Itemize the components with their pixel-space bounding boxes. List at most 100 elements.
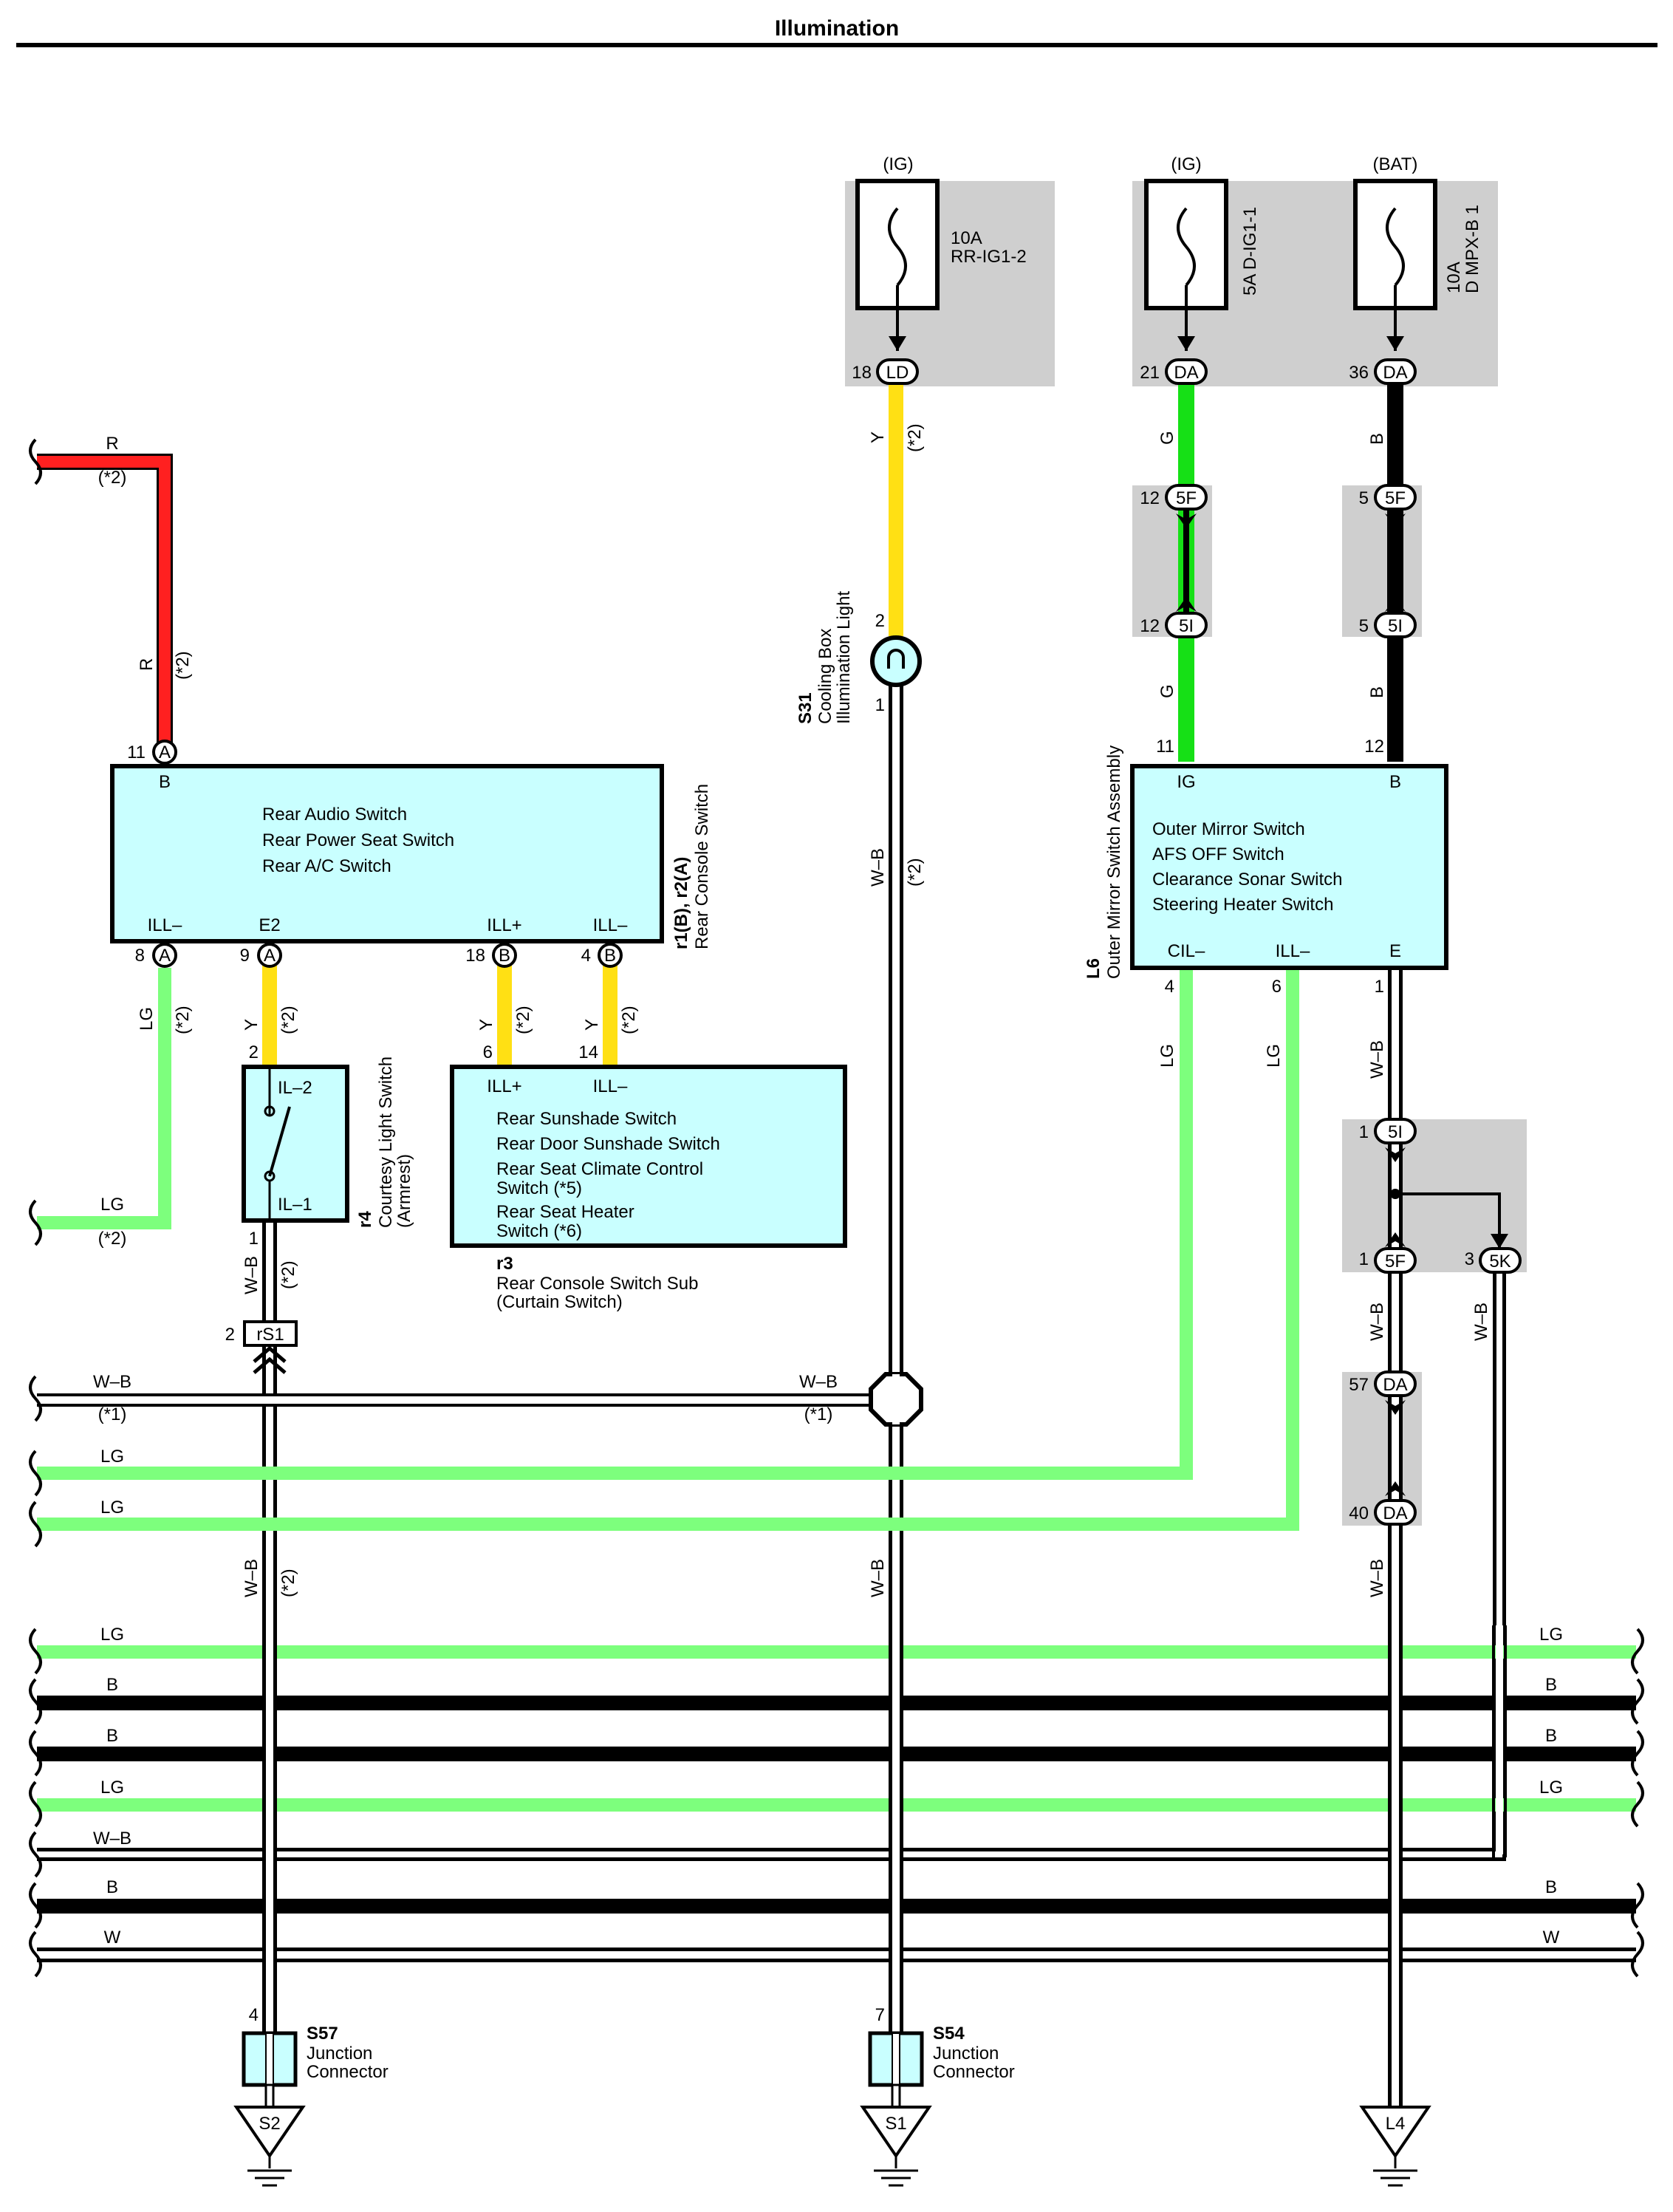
wire-y-ill-plus — [497, 965, 512, 1065]
wire-y-e2 — [262, 965, 277, 1065]
l6-pin-6-label: ILL– — [1276, 941, 1310, 961]
label-wb-r4-note: (*2) — [278, 1260, 298, 1289]
rs1-conn — [243, 1320, 298, 1347]
label-b-1: B — [1367, 433, 1387, 445]
fuse-3-source: (BAT) — [1373, 154, 1418, 174]
s57-name-2: Connector — [307, 2062, 389, 2082]
bus-1-left-label: LG — [100, 1625, 124, 1645]
s57-pin: 4 — [249, 2005, 259, 2025]
r3-pin-14-num: 14 — [578, 1042, 598, 1062]
fuse-2-pin: 21 — [1140, 363, 1160, 383]
wire-lg-left — [37, 968, 171, 1229]
wire-r-outline — [37, 454, 173, 743]
r3-pin-14-label: ILL– — [593, 1076, 628, 1096]
bus-b-3 — [37, 1899, 1636, 1914]
wb-da57-conn — [1374, 1370, 1417, 1397]
label-lg-left-end: LG — [100, 1195, 124, 1215]
r3-pin-6-label: ILL+ — [487, 1076, 521, 1096]
l6-pin-4-label: CIL– — [1168, 941, 1205, 961]
label-wb-r4: W–B — [242, 1256, 261, 1294]
fuse-1-rating: 10A — [951, 228, 982, 248]
wb-5i-pin: 1 — [1359, 1122, 1369, 1142]
junction-s57: 4 S57 Junction Connector S2 — [233, 2005, 389, 2187]
wire-break-marks — [29, 438, 1644, 1978]
fuse-3-name: D MPX-B 1 — [1462, 205, 1482, 293]
l6-code: L6 — [1084, 958, 1104, 979]
b-5i-pin: 5 — [1359, 616, 1369, 636]
wb-da40-label: DA — [1383, 1503, 1407, 1523]
fuse-2-element-icon — [1177, 207, 1196, 287]
ground-l4-icon — [1359, 2106, 1431, 2159]
fuse-rr-ig1-2: (IG) 10A RR-IG1-2 — [855, 154, 1027, 351]
r4-body — [242, 1065, 349, 1223]
l6-pin-1-num: 1 — [1375, 977, 1384, 997]
g-5i-pin: 12 — [1140, 616, 1160, 636]
s31-name-1: Cooling Box — [815, 629, 835, 724]
component-s31-cooling-box-light: 2 1 S31 Cooling Box Illumination Light — [796, 591, 922, 724]
wb-5k-conn — [1479, 1247, 1522, 1274]
bus-b-1 — [37, 1696, 1636, 1710]
bus-lg-2 — [37, 1798, 1636, 1812]
wb-5f-label: 5F — [1385, 1252, 1406, 1271]
label-wb-bus-mid-note: (*1) — [804, 1404, 833, 1424]
wb-5i-label: 5I — [1388, 1122, 1403, 1142]
wire-wb-5k — [37, 1260, 1502, 1857]
wb-da40-pin: 40 — [1349, 1503, 1369, 1523]
l6-pin-1-label: E — [1389, 941, 1401, 961]
ground-s2-icon — [233, 2106, 306, 2159]
r4-pin-1-label: IL–1 — [278, 1195, 312, 1215]
l6-body — [1130, 764, 1448, 970]
wb-5k-label: 5K — [1489, 1252, 1511, 1271]
label-lg-left-note: (*2) — [173, 1006, 193, 1034]
l6-pin-11-label: IG — [1177, 772, 1195, 792]
s31-code: S31 — [796, 692, 815, 724]
wire-y-s31 — [889, 381, 903, 636]
fuse-1-conn-label: LD — [886, 363, 909, 383]
component-r1-rear-console-switch: A 11 B Rear Audio Switch Rear Power Seat… — [110, 740, 712, 968]
r1-pin-9-label: E2 — [259, 915, 280, 935]
fuse-connectors: 18 LD 21 DA 36 DA — [852, 358, 1417, 385]
r4-pin-2-num: 2 — [249, 1042, 259, 1062]
fuse-1-name: RR-IG1-2 — [951, 247, 1027, 267]
ground-l4-label: L4 — [1386, 2114, 1406, 2134]
wire-labels: R (*2) R (*2) LG (*2) LG (*2) Y (*2) Y (… — [93, 423, 1491, 1597]
fuse-3-rating: 10A — [1444, 262, 1464, 293]
r1-pin-18-label: ILL+ — [487, 915, 521, 935]
fuse-3-element-icon — [1386, 207, 1405, 287]
fuse-1-source: (IG) — [883, 154, 913, 174]
l6-line-1: Outer Mirror Switch — [1152, 819, 1305, 839]
r4-pin-1-num: 1 — [249, 1229, 259, 1249]
junction-s54: 7 S54 Junction Connector S1 — [860, 2005, 1015, 2187]
wb-da40-conn — [1374, 1499, 1417, 1526]
fuse-1-conn — [876, 358, 919, 385]
label-wb-5f: W–B — [1367, 1303, 1387, 1341]
s31-filament-icon — [887, 649, 905, 669]
l6-line-2: AFS OFF Switch — [1152, 844, 1284, 864]
wire-r — [37, 456, 171, 743]
bus-2-left-label: B — [106, 1675, 118, 1695]
wire-wb-bus — [37, 1396, 903, 1404]
inline-block-wb — [1342, 1119, 1527, 1272]
r4-code: r4 — [355, 1211, 375, 1228]
label-y-e2: Y — [242, 1019, 261, 1031]
label-wb-bus-note: (*1) — [98, 1404, 127, 1424]
label-r-vert-note: (*2) — [173, 651, 193, 680]
r1-pin-4-label: ILL– — [593, 915, 628, 935]
r1-line-3: Rear A/C Switch — [262, 856, 391, 876]
r1-pin-9-num: 9 — [240, 946, 250, 966]
label-wb-s31-note: (*2) — [905, 858, 925, 887]
label-lg-cil: LG — [1157, 1044, 1177, 1068]
bus-7-left-label: W — [104, 1928, 121, 1948]
fuse-2-arrow-icon — [1177, 336, 1195, 351]
bus-1-right-label: LG — [1539, 1625, 1563, 1645]
label-lg-left: LG — [137, 1007, 157, 1031]
r1-line-1: Rear Audio Switch — [262, 805, 407, 825]
wire-wb-s54 — [892, 683, 900, 2035]
bus-3-left-label: B — [106, 1726, 118, 1746]
l6-pin-12-num: 12 — [1364, 737, 1384, 757]
wire-lg-ill — [37, 968, 1299, 1531]
bus-4-right-label: LG — [1539, 1778, 1563, 1798]
bus-3-right-label: B — [1545, 1726, 1557, 1746]
r3-line-2: Rear Door Sunshade Switch — [496, 1134, 720, 1154]
